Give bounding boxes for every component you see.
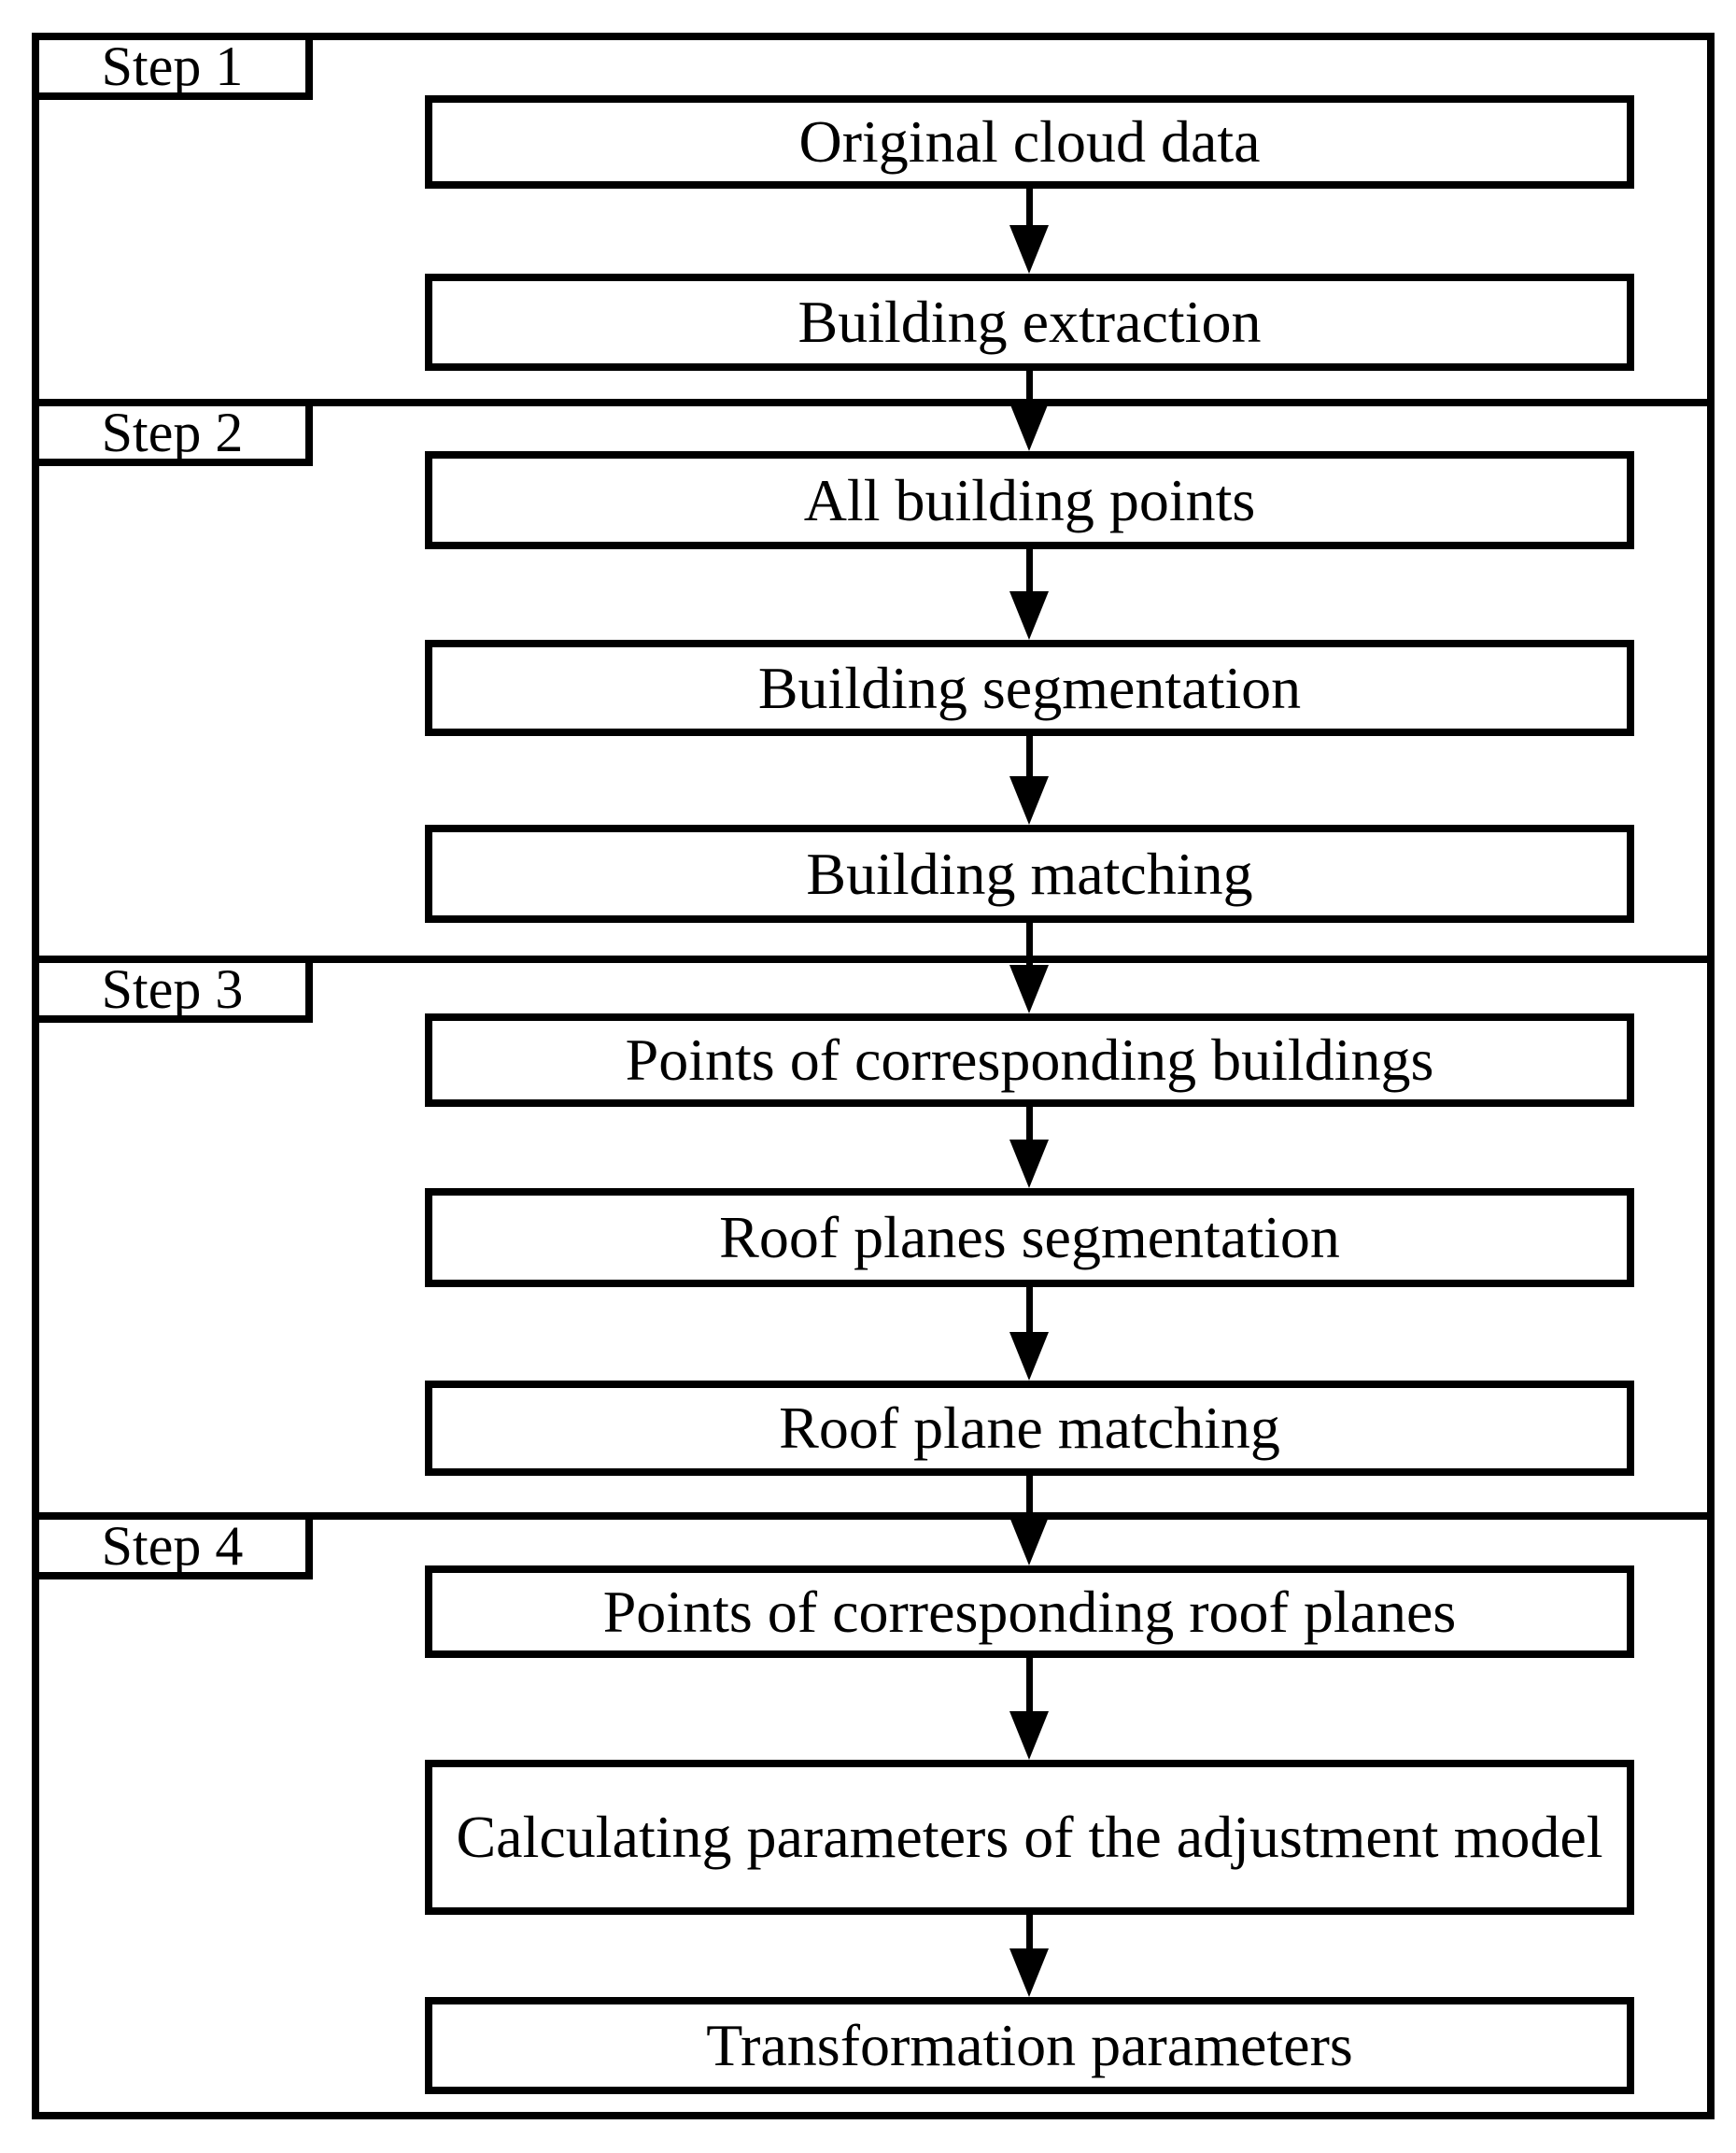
arrow-head [1009, 965, 1049, 1013]
arrow-head [1009, 591, 1049, 640]
step-label-2-text: Step 2 [101, 402, 244, 463]
flow-arrow-down-icon [1009, 736, 1050, 825]
flow-arrow-down-icon [1009, 923, 1050, 1013]
arrow-head [1009, 225, 1049, 274]
arrow-head [1009, 403, 1049, 451]
flow-box-all-building-points: All building points [425, 451, 1634, 549]
flow-box-text: Calculating parameters of the adjustment… [456, 1804, 1603, 1871]
flow-box-points-of-corresponding-roof-planes: Points of corresponding roof planes [425, 1565, 1634, 1658]
step-label-3: Step 3 [32, 956, 313, 1023]
arrow-shaft [1026, 1476, 1033, 1521]
arrow-head [1009, 1332, 1049, 1381]
arrow-shaft [1026, 736, 1033, 780]
step-label-1-text: Step 1 [101, 35, 244, 97]
step-label-3-text: Step 3 [101, 958, 244, 1020]
flow-box-text: Points of corresponding buildings [625, 1027, 1434, 1094]
section-divider-step2-step3 [32, 956, 1715, 963]
flow-arrow-down-icon [1009, 1107, 1050, 1188]
flow-box-roof-plane-matching: Roof plane matching [425, 1381, 1634, 1476]
flow-arrow-down-icon [1009, 371, 1050, 451]
section-divider-step3-step4 [32, 1512, 1715, 1520]
arrow-shaft [1026, 549, 1033, 595]
flow-box-text: Roof planes segmentation [719, 1204, 1340, 1271]
flow-arrow-down-icon [1009, 1658, 1050, 1760]
step-label-4-text: Step 4 [101, 1515, 244, 1577]
arrow-shaft [1026, 923, 1033, 969]
flow-box-transformation-parameters: Transformation parameters [425, 1997, 1634, 2094]
flow-arrow-down-icon [1009, 189, 1050, 274]
step-label-2: Step 2 [32, 399, 313, 466]
flow-box-text: Building matching [806, 840, 1253, 907]
flow-box-text: Roof plane matching [779, 1395, 1280, 1462]
flow-box-text: Points of corresponding roof planes [602, 1578, 1457, 1645]
flow-box-text: Building segmentation [757, 654, 1302, 721]
flow-arrow-down-icon [1009, 1287, 1050, 1381]
arrow-shaft [1026, 1287, 1033, 1336]
flow-box-text: Building extraction [797, 289, 1262, 356]
flow-box-roof-planes-segmentation: Roof planes segmentation [425, 1188, 1634, 1287]
arrow-shaft [1026, 1658, 1033, 1715]
flow-box-text: All building points [803, 466, 1256, 533]
arrow-shaft [1026, 1915, 1033, 1952]
flow-box-calculating-parameters: Calculating parameters of the adjustment… [425, 1760, 1634, 1915]
flow-box-building-segmentation: Building segmentation [425, 640, 1634, 736]
flow-arrow-down-icon [1009, 1476, 1050, 1565]
flow-arrow-down-icon [1009, 549, 1050, 640]
flowchart-outer-border [32, 33, 1715, 2119]
arrow-head [1009, 1948, 1049, 1997]
flow-box-points-of-corresponding-buildings: Points of corresponding buildings [425, 1013, 1634, 1107]
flow-box-building-extraction: Building extraction [425, 274, 1634, 371]
arrow-shaft [1026, 371, 1033, 406]
arrow-head [1009, 1711, 1049, 1760]
flow-box-text: Original cloud data [798, 108, 1261, 176]
arrow-head [1009, 1517, 1049, 1565]
step-label-1: Step 1 [32, 33, 313, 100]
flow-box-original-cloud-data: Original cloud data [425, 95, 1634, 189]
flow-box-text: Transformation parameters [706, 2012, 1353, 2079]
arrow-head [1009, 1140, 1049, 1188]
flow-box-building-matching: Building matching [425, 825, 1634, 923]
flow-arrow-down-icon [1009, 1915, 1050, 1997]
arrow-shaft [1026, 189, 1033, 229]
arrow-shaft [1026, 1107, 1033, 1143]
arrow-head [1009, 776, 1049, 825]
step-label-4: Step 4 [32, 1512, 313, 1579]
section-divider-step1-step2 [32, 399, 1715, 406]
